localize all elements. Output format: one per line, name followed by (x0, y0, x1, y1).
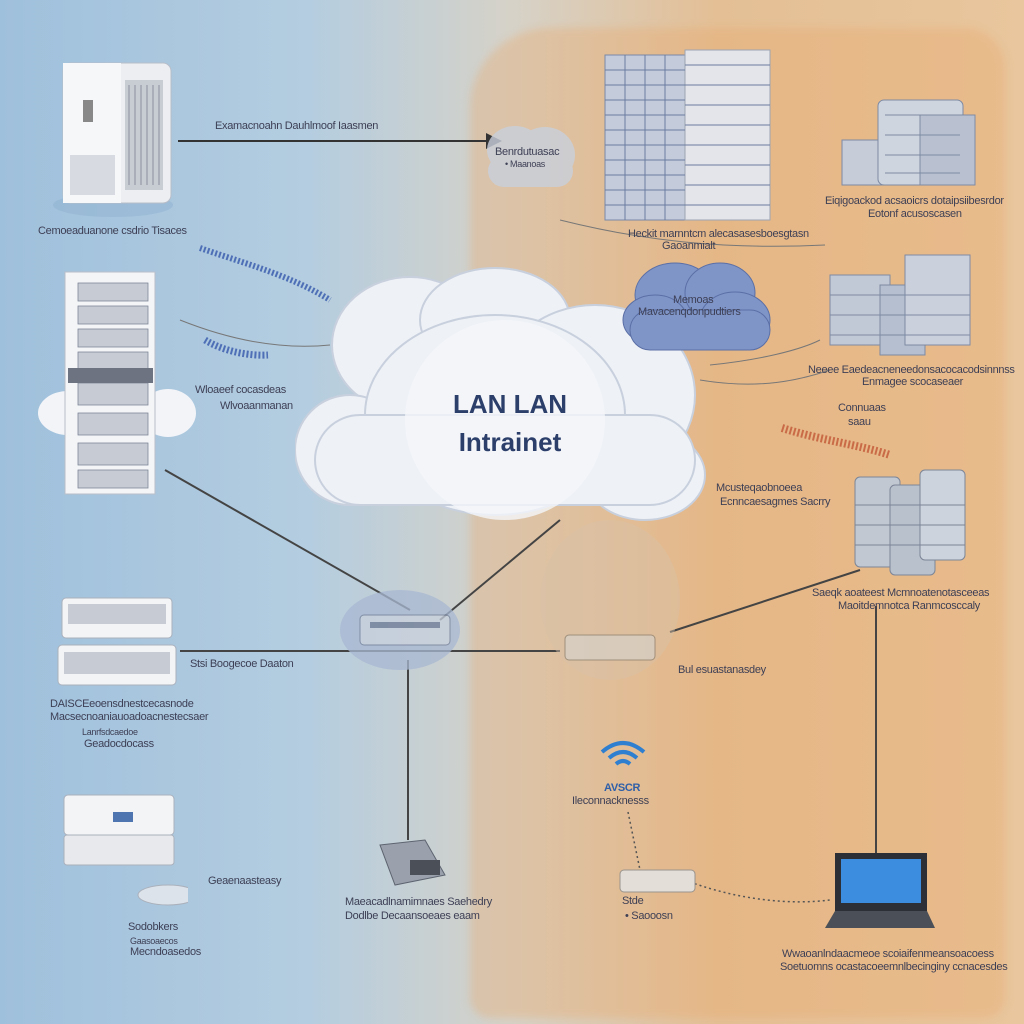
label-storage-1: Saeqk aoateest Mcmnoatenotasceeas (812, 587, 990, 599)
label-top-cloud-2: • Maanoas (505, 159, 545, 169)
label-storage-2: Maoitdemnotca Ranmcosccaly (838, 600, 980, 612)
cable-squiggle (203, 336, 269, 359)
label-rack-2: Wlvoaanmanan (220, 400, 293, 412)
label-building-2: Gaoanmialt (662, 240, 716, 252)
label-printer-1: Stde (622, 895, 644, 907)
label-building-1: Heckit marnntcm alecasasesboesgtasn (628, 228, 809, 240)
label-wifi-sub: Ileconnacknesss (572, 795, 649, 807)
label-switch-line: Stsi Boogecoe Daaton (190, 658, 294, 670)
network-switch (57, 597, 177, 686)
link-cloud-hub (439, 519, 561, 621)
label-center-right-2: Ecnncaesagmes Sacrry (720, 496, 831, 508)
label-switch-1: DAISCEeoensdnestcecasnode (50, 698, 194, 710)
server-buildings (841, 99, 976, 186)
label-laptop-1: Wwaoanlndaacmeoe scoiaifenmeansoacoess (782, 948, 994, 960)
blue-cloud (622, 262, 771, 351)
laptop-computer (825, 853, 935, 928)
cloud-title: LAN LAN Intrainet (400, 385, 620, 461)
cable-squiggle (780, 424, 892, 459)
link-rack-hub (164, 469, 411, 611)
network-switch-small (63, 794, 188, 906)
datacenter-building (604, 49, 771, 221)
link-hub-server (669, 569, 861, 633)
label-bottom-center-2: Dodlbe Decaansoeaes eaam (345, 910, 480, 922)
router-device (379, 839, 446, 886)
label-bottom-left-1: Geaenaasteasy (208, 875, 282, 887)
label-blue-cloud-2: Mavacenqdonpudtiers (638, 306, 741, 318)
label-bottom-center-1: Maeacadlnamimnaes Saehedry (345, 896, 492, 908)
label-right-top-1: Eiqigoackod acsaoicrs dotaipsiibesrdor (825, 195, 1004, 207)
wifi-icon (600, 741, 646, 766)
top-small-cloud (487, 126, 575, 187)
label-laptop-2: Soetuomns ocastacoeemnlbecinginy ccnaces… (780, 961, 1008, 973)
label-top-cloud-1: Benrdutuasac (495, 146, 560, 158)
label-center-right-line: Bul esuastanasdey (678, 664, 766, 676)
label-right-mid-3: Connuaas (838, 402, 886, 414)
link-printer-laptop (689, 881, 831, 903)
label-printer-2: • Saooosn (625, 910, 673, 922)
rack-server (38, 271, 196, 495)
server-tower (53, 62, 173, 217)
label-blue-cloud-1: Memoas (673, 294, 714, 306)
label-server-tower: Cemoeaduanone csdrio Tisaces (38, 225, 187, 237)
server-buildings-2 (829, 254, 971, 356)
intranet-cloud (295, 267, 706, 521)
label-bottom-left-3: Gaasoaecos (130, 936, 178, 946)
cloud-title-line2: Intrainet (458, 427, 562, 457)
label-bottom-left-4: Mecndoasedos (130, 946, 202, 958)
label-right-mid-4: saau (848, 416, 871, 428)
label-rack-1: Wloaeef cocasdeas (195, 384, 286, 396)
label-bottom-left-2: Sodobkers (128, 921, 178, 933)
label-switch-3: Lanrfsdcaedoe (82, 727, 138, 737)
network-hub (340, 520, 680, 680)
printer-device (619, 869, 696, 893)
label-right-mid-1: Neeee Eaedeacneneedonsacocacodsinnnss (808, 364, 1015, 376)
label-switch-2: Macsecnoaniauoadoacnestecsaer (50, 711, 209, 723)
storage-server (854, 469, 966, 576)
label-top-arrow: Examacnoahn Dauhlmoof Iaasmen (215, 120, 379, 132)
label-right-mid-2: Enmagee scocaseaer (862, 376, 963, 388)
cloud-title-line1: LAN LAN (452, 389, 568, 419)
label-wifi: AVSCR (604, 782, 641, 794)
label-center-right-1: Mcusteqaobnoeea (716, 482, 803, 494)
label-switch-4: Geadocdocass (84, 738, 154, 750)
cable-squiggle (199, 245, 332, 303)
label-right-top-2: Eotonf acusoscasen (868, 208, 962, 220)
